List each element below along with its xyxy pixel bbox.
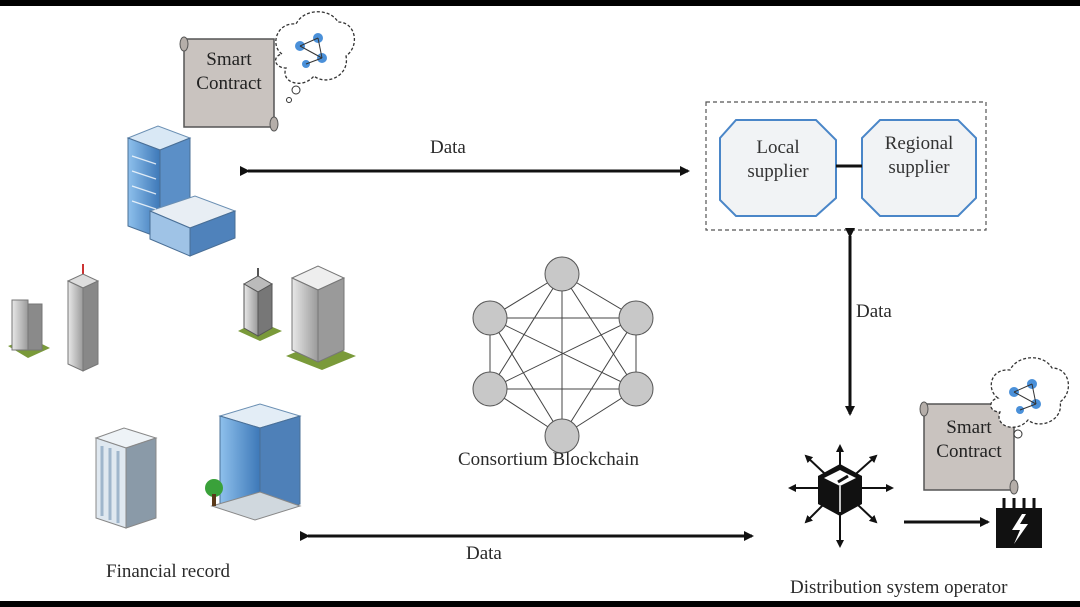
building-icon-small-1 [8, 299, 50, 358]
office-building-icon-main [126, 125, 237, 257]
financial-record-label: Financial record [106, 561, 230, 582]
regional-supplier-label: Regional supplier [864, 132, 974, 180]
cloud-network-icon-bottom [990, 357, 1070, 439]
regional-supplier-line1: Regional [884, 133, 954, 154]
bank-building-icon [94, 427, 158, 529]
smart-contract-scroll-top [179, 36, 279, 132]
building-icon-tower-2 [286, 265, 356, 370]
local-supplier-line2: supplier [747, 161, 809, 182]
blockchain-node [472, 371, 508, 407]
office-building-icon-financial [205, 403, 302, 521]
diagram-canvas: Smart Contract Smart Contract Local supp… [0, 6, 1080, 601]
regional-supplier-line2: supplier [888, 157, 950, 178]
diagram-graphics [8, 11, 1070, 548]
smart-contract-label-bottom: Smart Contract [926, 416, 1012, 464]
regional-supplier-node [861, 119, 977, 217]
blockchain-node [544, 418, 580, 454]
local-supplier-label: Local supplier [722, 136, 834, 184]
data-label-bottom: Data [466, 543, 502, 564]
dso-label: Distribution system operator [790, 577, 1008, 598]
smart-contract-line1: Smart [946, 417, 992, 438]
smart-contract-line2: Contract [196, 73, 262, 94]
blockchain-node [544, 256, 580, 292]
building-icon-tower-1 [66, 264, 100, 372]
cloud-network-icon-top [275, 11, 356, 103]
blockchain-network [472, 256, 654, 454]
blockchain-node [618, 371, 654, 407]
smart-contract-line1: Smart [206, 49, 252, 70]
local-supplier-line1: Local [756, 137, 800, 158]
smart-contract-line2: Contract [936, 441, 1002, 462]
transformer-icon [996, 498, 1042, 548]
distribution-hub-icon [788, 444, 894, 548]
data-label-right: Data [856, 301, 892, 322]
local-supplier-node [719, 119, 837, 217]
blockchain-node [472, 300, 508, 336]
blockchain-node [618, 300, 654, 336]
blockchain-label: Consortium Blockchain [458, 449, 640, 470]
smart-contract-label-top: Smart Contract [186, 48, 272, 96]
building-icon-small-2 [238, 268, 282, 341]
data-label-top: Data [430, 137, 466, 158]
